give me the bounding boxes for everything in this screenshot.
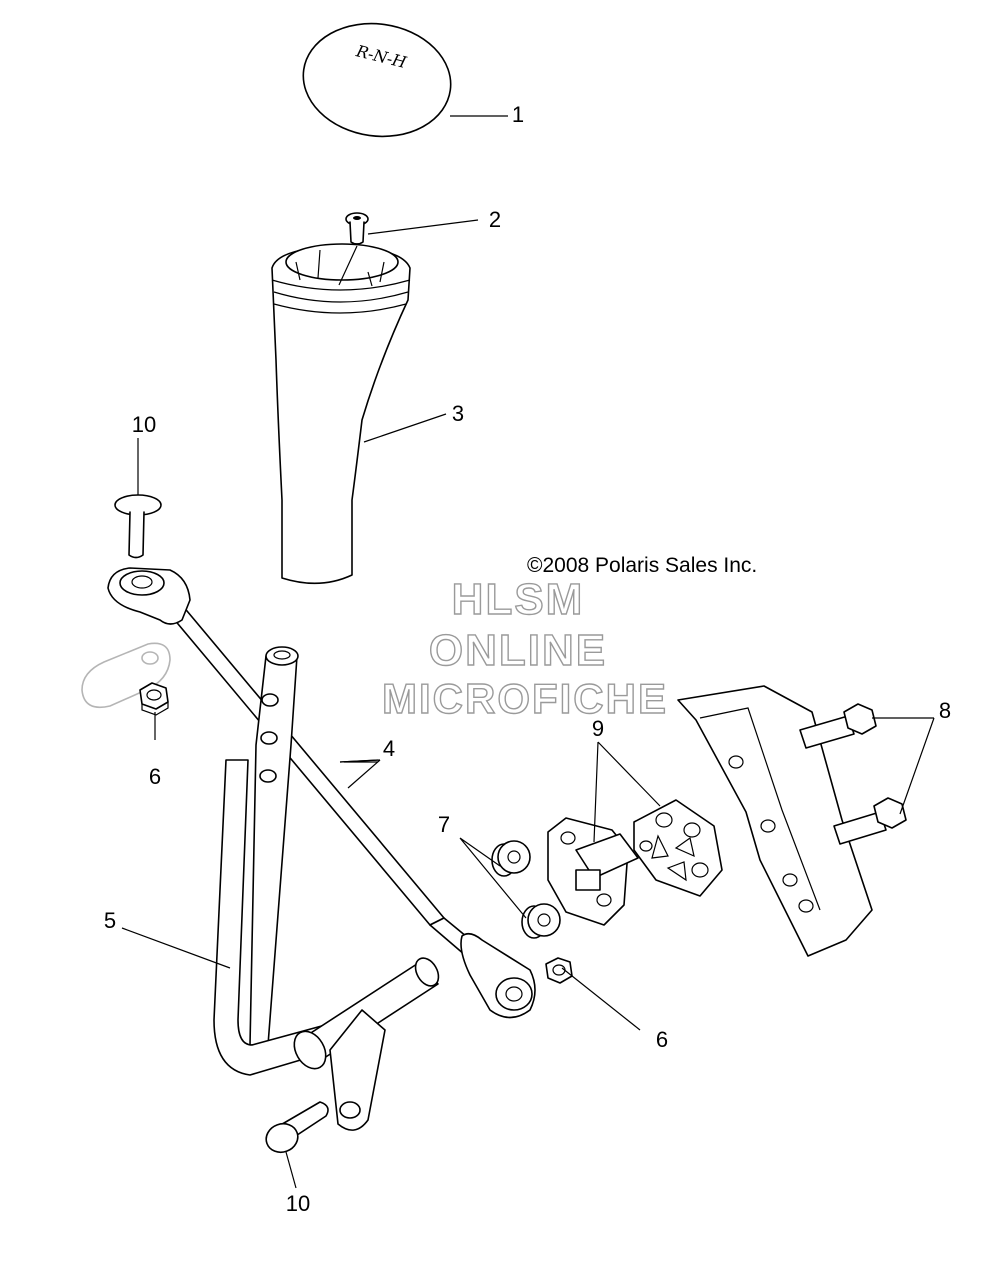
leader-2-line bbox=[338, 245, 358, 286]
callout-1: 1 bbox=[512, 102, 524, 127]
watermark-line-3: MICROFICHE bbox=[382, 675, 668, 722]
callout-7: 7 bbox=[438, 812, 450, 837]
callout-10-bottom: 10 bbox=[286, 1191, 310, 1216]
callout-5: 5 bbox=[104, 908, 116, 933]
part-shift-handle bbox=[271, 243, 411, 585]
callout-9: 9 bbox=[592, 716, 604, 741]
callout-6-left: 6 bbox=[149, 764, 161, 789]
part-hex-bolts bbox=[799, 703, 907, 845]
watermark-line-1: HLSM bbox=[452, 575, 585, 624]
callout-3: 3 bbox=[452, 401, 464, 426]
part-shift-lever bbox=[213, 646, 440, 1131]
part-clevis-pin-top bbox=[114, 494, 162, 559]
callout-4: 4 bbox=[383, 736, 395, 761]
part-pivot-assembly bbox=[547, 799, 723, 926]
part-nut-right bbox=[545, 957, 573, 984]
part-shift-rod bbox=[107, 567, 536, 1019]
ghost-mounting-bracket bbox=[677, 685, 873, 957]
callout-10-top: 10 bbox=[132, 412, 156, 437]
part-clevis-pin-bottom bbox=[265, 1101, 329, 1154]
part-knob-cap: R-N-H bbox=[302, 22, 452, 138]
watermark: HLSM ONLINE MICROFICHE bbox=[381, 574, 668, 722]
part-bushings bbox=[491, 840, 561, 939]
part-nut-left bbox=[139, 682, 169, 716]
callout-2: 2 bbox=[489, 207, 501, 232]
callout-6-right: 6 bbox=[656, 1027, 668, 1052]
part-screw bbox=[345, 212, 369, 245]
callout-8: 8 bbox=[939, 698, 951, 723]
callout-labels: 1 2 3 4 5 6 6 7 8 9 10 10 bbox=[104, 102, 951, 1216]
leader-lines bbox=[121, 115, 935, 1189]
copyright-notice: ©2008 Polaris Sales Inc. bbox=[527, 554, 757, 577]
watermark-line-2: ONLINE bbox=[429, 626, 607, 675]
